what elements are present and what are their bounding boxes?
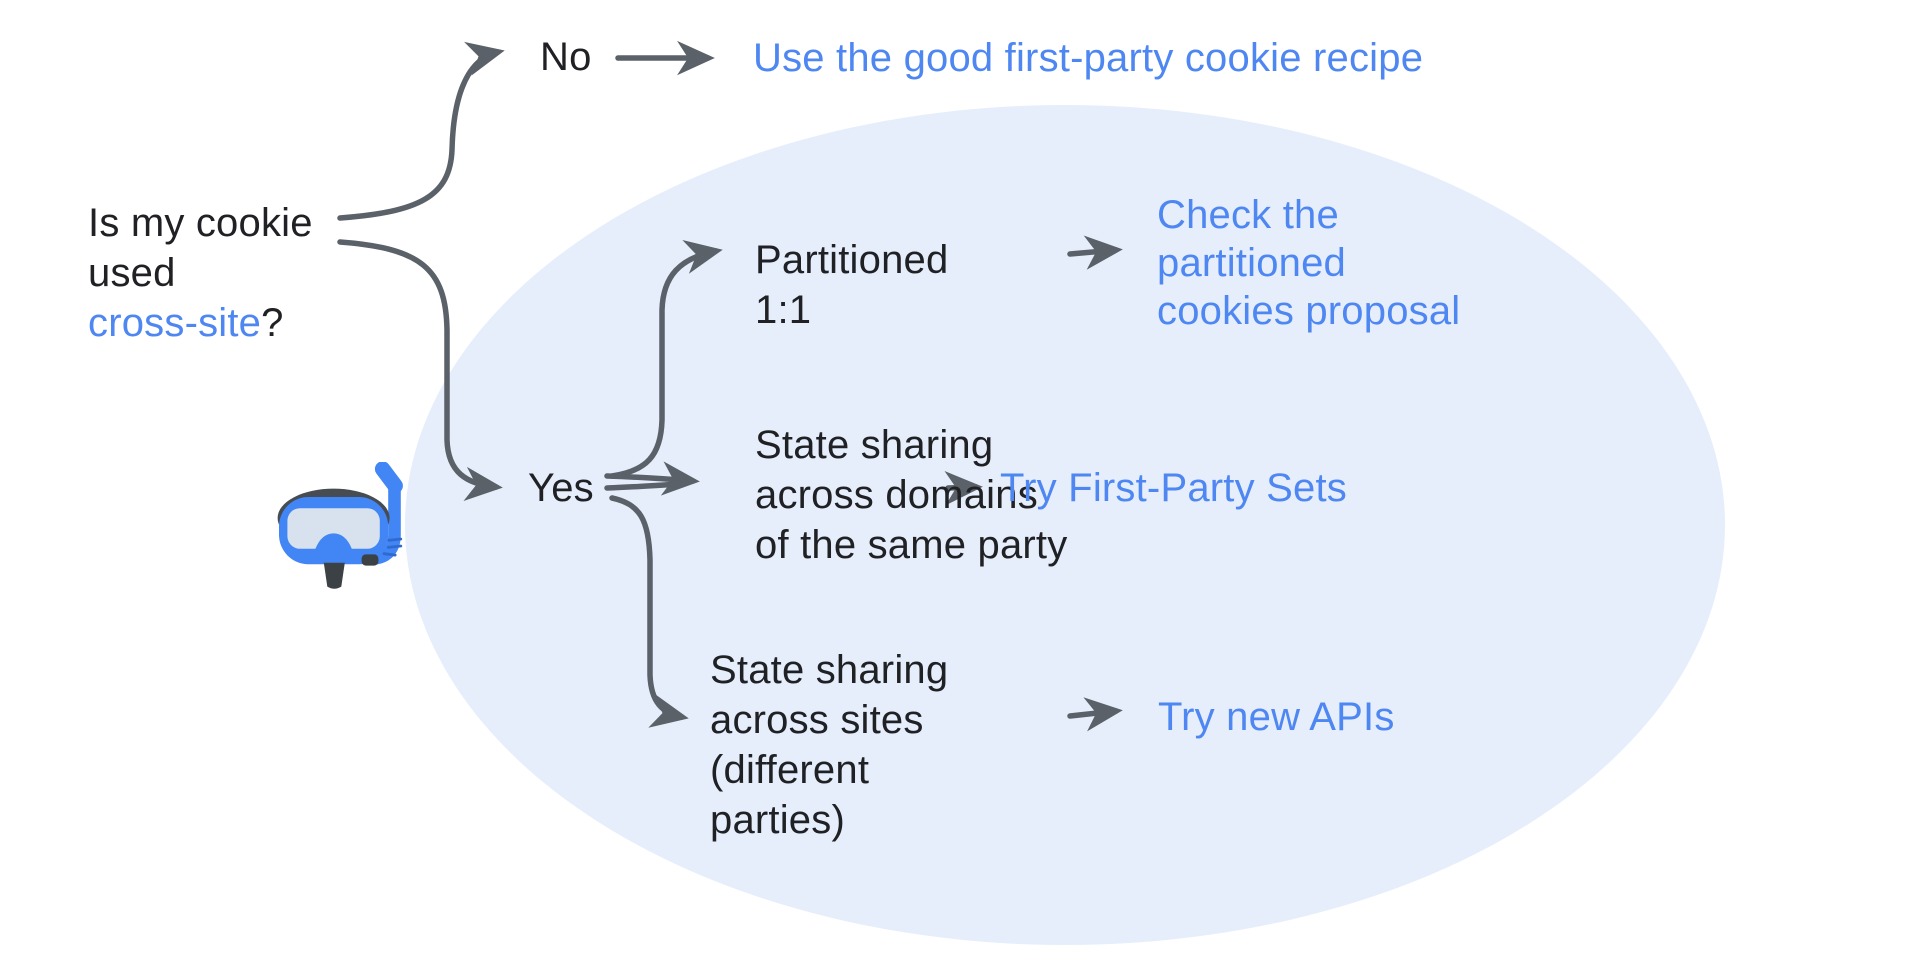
question-line: cross-site? — [88, 298, 313, 348]
question-text: Is my cookie used cross-site? — [88, 198, 313, 348]
arrow-partitioned-to-proposal — [1067, 235, 1123, 270]
option-label-line: 1:1 — [755, 288, 812, 332]
option-label-same-party: State sharing across domains of the same… — [755, 420, 1067, 570]
link-partitioned-cookies-proposal[interactable]: Check the partitioned cookies proposal — [1157, 191, 1460, 335]
option-label-line: of the same party — [755, 523, 1068, 567]
arrow-same-party-to-fps — [944, 470, 983, 506]
option-label-line: Partitioned — [755, 238, 949, 282]
branch-label-yes: Yes — [528, 466, 594, 510]
branch-label-no: No — [540, 35, 592, 79]
option-label-different-parties: State sharing across sites (different pa… — [710, 645, 948, 845]
yes-group-ellipse — [405, 105, 1725, 945]
link-line[interactable]: cookies proposal — [1157, 289, 1461, 333]
option-label-line: State sharing — [755, 423, 994, 467]
arrow-yes-to-same-party — [604, 461, 700, 496]
arrow-question-to-yes — [337, 239, 503, 502]
question-line: Is my cookie — [88, 201, 313, 245]
link-new-apis[interactable]: Try new APIs — [1158, 695, 1395, 739]
question-suffix: ? — [261, 301, 284, 345]
question-line: used — [88, 251, 176, 295]
option-label-line: across domains — [755, 473, 1038, 517]
option-label-line: across sites — [710, 698, 924, 742]
arrow-different-parties-to-apis — [1067, 697, 1123, 732]
diving-mask-icon — [277, 462, 403, 589]
option-label-line: State sharing — [710, 648, 949, 692]
arrow-yes-to-same-party-tail — [604, 481, 685, 491]
link-first-party-cookie-recipe[interactable]: Use the good first-party cookie recipe — [753, 36, 1424, 80]
option-label-line: parties) — [710, 798, 845, 842]
link-line[interactable]: partitioned — [1157, 241, 1346, 285]
cross-site-highlight: cross-site — [88, 301, 262, 345]
arrow-yes-to-partitioned — [609, 240, 723, 479]
link-first-party-sets[interactable]: Try First-Party Sets — [1000, 466, 1347, 510]
arrow-yes-to-different-parties — [609, 495, 689, 728]
option-label-line: (different — [710, 748, 870, 792]
arrow-question-to-no — [337, 41, 505, 221]
option-label-partitioned: Partitioned 1:1 — [755, 235, 948, 335]
link-line[interactable]: Check the — [1157, 193, 1339, 237]
